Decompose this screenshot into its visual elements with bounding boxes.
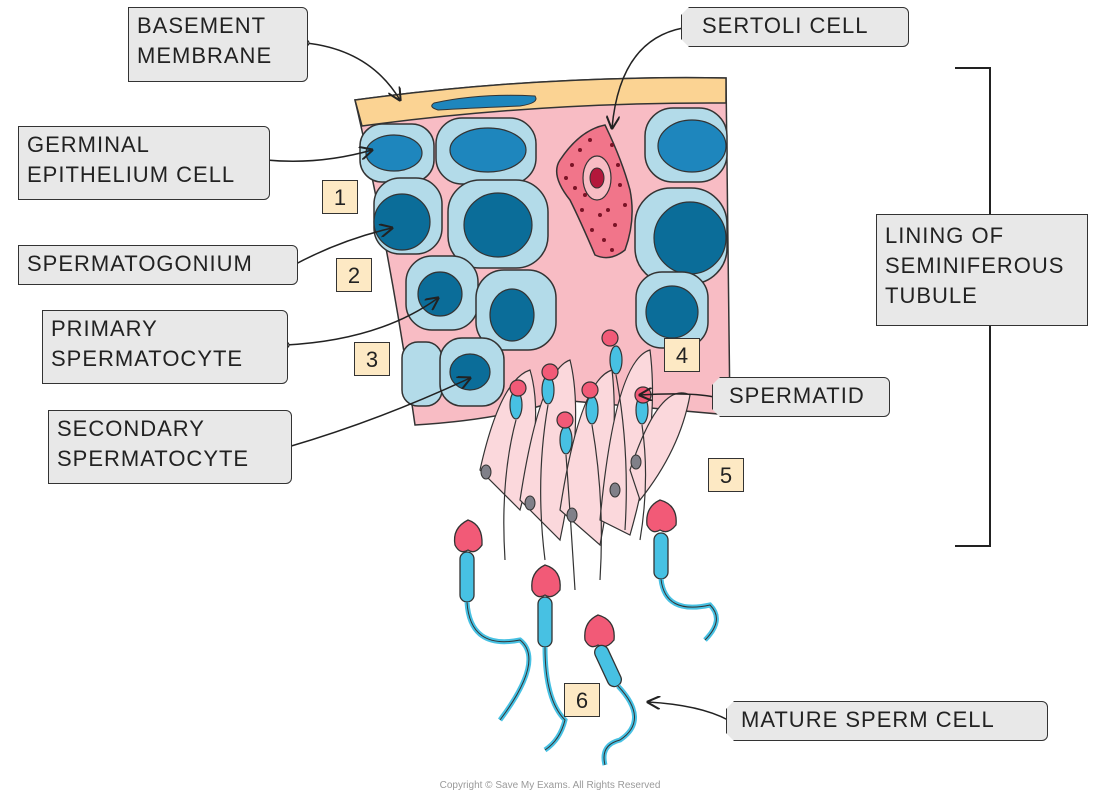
label-spermatid: SPERMATID [712, 377, 890, 417]
label-basement-membrane: BASEMENT MEMBRANE [128, 7, 308, 82]
label-secondary-spermatocyte: SECONDARY SPERMATOCYTE [48, 410, 292, 484]
stage-number-3: 3 [354, 342, 390, 376]
membrane-nucleus [431, 94, 537, 111]
label-mature-sperm-cell: MATURE SPERM CELL [726, 701, 1048, 741]
primary-spermatocytes [405, 255, 709, 351]
label-germinal-epithelium-cell: GERMINAL EPITHELIUM CELL [18, 126, 270, 200]
sertoli-cell [555, 124, 633, 259]
label-lining-of-seminiferous-tubule: LINING OF SEMINIFEROUS TUBULE [876, 214, 1088, 326]
stage-number-4: 4 [664, 338, 700, 372]
label-primary-spermatocyte: PRIMARY SPERMATOCYTE [42, 310, 288, 384]
spermatogonia [373, 177, 728, 285]
label-sertoli-cell: SERTOLI CELL [681, 7, 909, 47]
label-spermatogonium: SPERMATOGONIUM [18, 245, 298, 285]
stage-number-1: 1 [322, 180, 358, 214]
mature-sperm-cells [453, 499, 719, 766]
secondary-spermatocytes [401, 337, 505, 407]
basement-membrane-layer [354, 76, 727, 127]
copyright-notice: Copyright © Save My Exams. All Rights Re… [439, 780, 661, 791]
stage-number-5: 5 [708, 458, 744, 492]
leader-lines [265, 27, 729, 721]
stage-number-2: 2 [336, 258, 372, 292]
stage-number-6: 6 [564, 683, 600, 717]
